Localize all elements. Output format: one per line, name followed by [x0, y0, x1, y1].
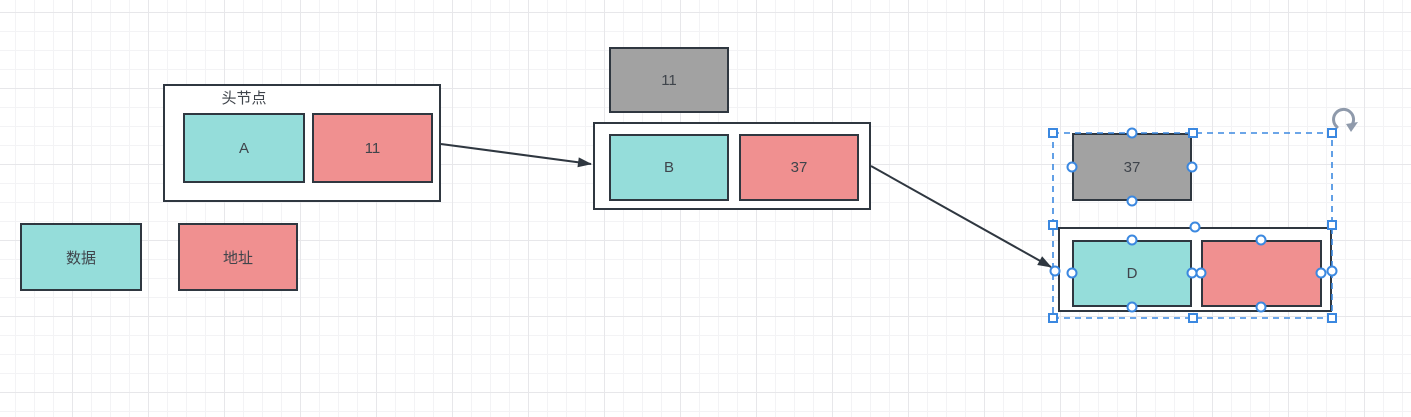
connection-point[interactable] [1186, 161, 1198, 173]
node-d-data-label: D [1126, 265, 1138, 282]
connection-point[interactable] [1126, 234, 1138, 246]
head-address-cell[interactable]: 11 [312, 113, 433, 183]
resize-handle-se[interactable] [1327, 313, 1337, 323]
connection-point[interactable] [1049, 265, 1061, 277]
connection-point[interactable] [1189, 221, 1201, 233]
node-b-data-cell[interactable]: B [609, 134, 729, 201]
arrow-head-to-node-b[interactable] [440, 143, 592, 168]
head-node-title: 头节点 [221, 90, 267, 107]
node-b-address-label: 37 [790, 159, 808, 176]
connection-point[interactable] [1255, 234, 1267, 246]
connection-point[interactable] [1315, 267, 1327, 279]
resize-handle-sw[interactable] [1048, 313, 1058, 323]
resize-handle-w[interactable] [1048, 220, 1058, 230]
resize-handle-n[interactable] [1188, 128, 1198, 138]
node-d-data-cell[interactable]: D [1072, 240, 1192, 307]
connection-point[interactable] [1066, 161, 1078, 173]
legend-address-box[interactable]: 地址 [178, 223, 298, 291]
resize-handle-s[interactable] [1188, 313, 1198, 323]
connection-point[interactable] [1066, 267, 1078, 279]
memory-box-11[interactable]: 11 [609, 47, 729, 113]
node-b-data-label: B [663, 159, 674, 176]
rotate-handle-arrowhead [1346, 122, 1358, 132]
connection-point[interactable] [1126, 195, 1138, 207]
resize-handle-ne[interactable] [1327, 128, 1337, 138]
resize-handle-e[interactable] [1327, 220, 1337, 230]
memory-box-37[interactable]: 37 [1072, 133, 1192, 201]
head-data-label: A [238, 139, 249, 157]
connection-point[interactable] [1126, 301, 1138, 313]
legend-data-label: 数据 [65, 249, 96, 267]
arrow-node-b-to-node-d[interactable] [870, 165, 1052, 268]
resize-handle-nw[interactable] [1048, 128, 1058, 138]
connection-point[interactable] [1255, 301, 1267, 313]
node-b-address-cell[interactable]: 37 [739, 134, 859, 201]
connection-point[interactable] [1195, 267, 1207, 279]
memory-box-11-label: 11 [661, 71, 677, 89]
node-d-address-cell[interactable] [1201, 240, 1322, 307]
memory-box-37-label: 37 [1123, 158, 1141, 176]
connection-point[interactable] [1326, 265, 1338, 277]
legend-data-box[interactable]: 数据 [20, 223, 142, 291]
rotate-handle-icon[interactable] [1332, 107, 1355, 129]
head-data-cell[interactable]: A [183, 113, 305, 183]
head-address-label: 11 [364, 139, 381, 157]
legend-address-label: 地址 [222, 249, 253, 267]
connection-point[interactable] [1126, 127, 1138, 139]
